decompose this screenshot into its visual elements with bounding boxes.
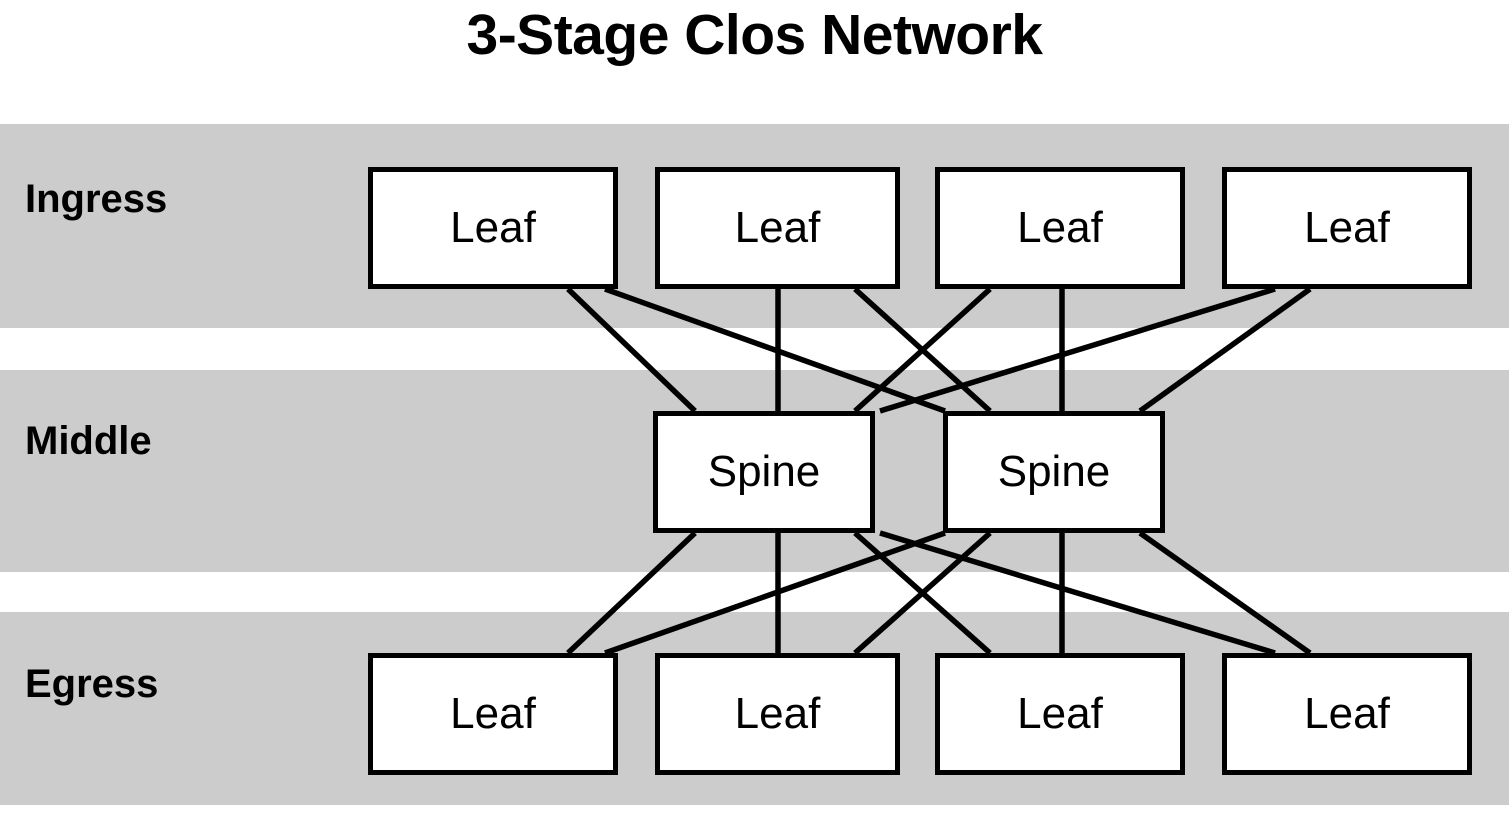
- node-spine-2[interactable]: Spine: [943, 411, 1165, 533]
- node-egress-leaf-2[interactable]: Leaf: [655, 653, 900, 775]
- node-spine-1[interactable]: Spine: [653, 411, 875, 533]
- node-ingress-leaf-4[interactable]: Leaf: [1222, 167, 1472, 289]
- node-egress-leaf-3[interactable]: Leaf: [935, 653, 1185, 775]
- node-ingress-leaf-3[interactable]: Leaf: [935, 167, 1185, 289]
- stage-label-ingress: Ingress: [25, 177, 168, 221]
- node-egress-leaf-4[interactable]: Leaf: [1222, 653, 1472, 775]
- node-ingress-leaf-2[interactable]: Leaf: [655, 167, 900, 289]
- stage-label-egress: Egress: [25, 662, 159, 706]
- node-ingress-leaf-1[interactable]: Leaf: [368, 167, 618, 289]
- stage-label-middle: Middle: [25, 419, 152, 463]
- page-title: 3-Stage Clos Network: [466, 3, 1043, 67]
- node-egress-leaf-1[interactable]: Leaf: [368, 653, 618, 775]
